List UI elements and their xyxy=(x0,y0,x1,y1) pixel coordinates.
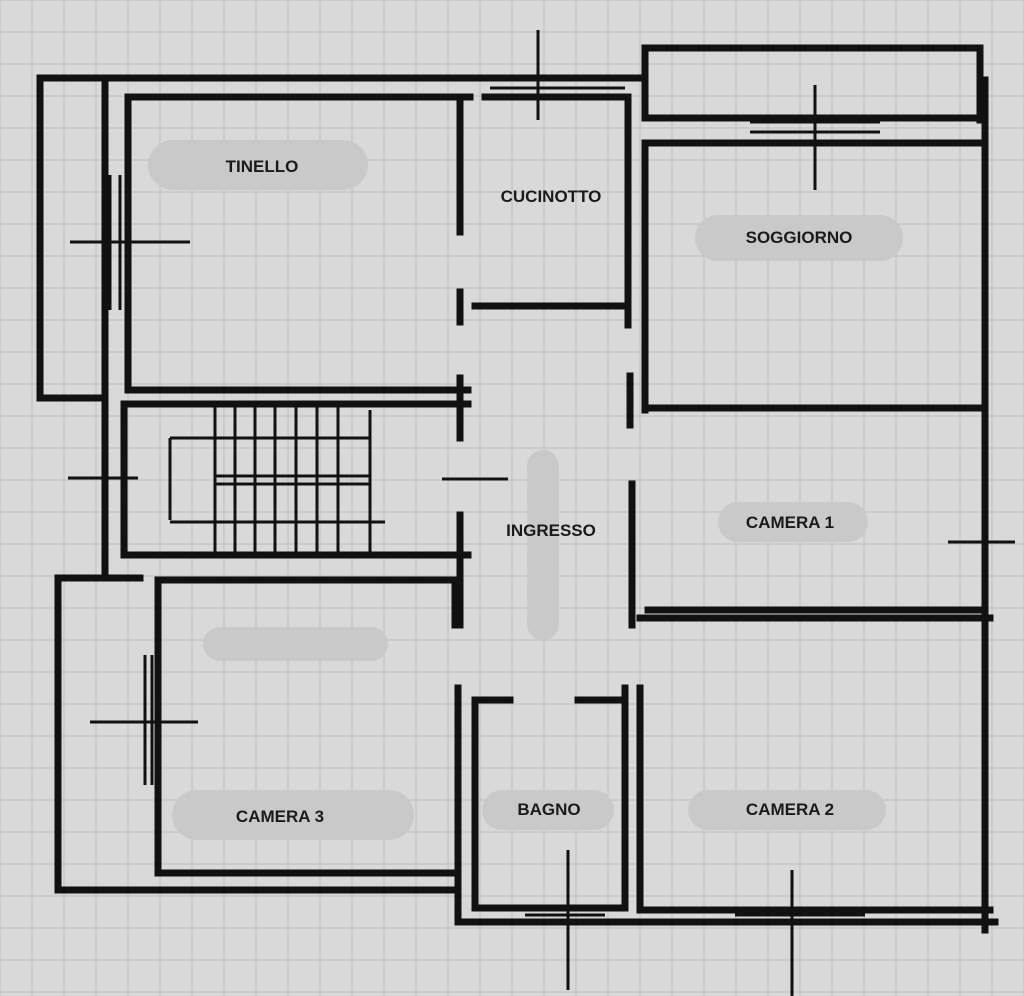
room-labels: TINELLO CUCINOTTO SOGGIORNO INGRESSO CAM… xyxy=(148,140,903,840)
room-label-camera2: CAMERA 2 xyxy=(746,800,834,819)
room-label-camera3: CAMERA 3 xyxy=(236,807,324,826)
room-label-soggiorno: SOGGIORNO xyxy=(746,228,853,247)
walls xyxy=(36,30,1015,996)
label-pill xyxy=(695,215,903,261)
room-label-ingresso: INGRESSO xyxy=(506,521,596,540)
blank-label-pill xyxy=(203,627,388,661)
label-pill xyxy=(688,790,886,830)
room-label-bagno: BAGNO xyxy=(517,800,580,819)
label-pill xyxy=(172,790,414,840)
label-pill xyxy=(527,450,559,640)
room-label-cucinotto: CUCINOTTO xyxy=(501,187,602,206)
label-pill xyxy=(482,790,614,830)
label-pill xyxy=(718,502,868,542)
label-pill xyxy=(148,140,368,190)
room-label-tinello: TINELLO xyxy=(226,157,299,176)
room-label-camera1: CAMERA 1 xyxy=(746,513,834,532)
